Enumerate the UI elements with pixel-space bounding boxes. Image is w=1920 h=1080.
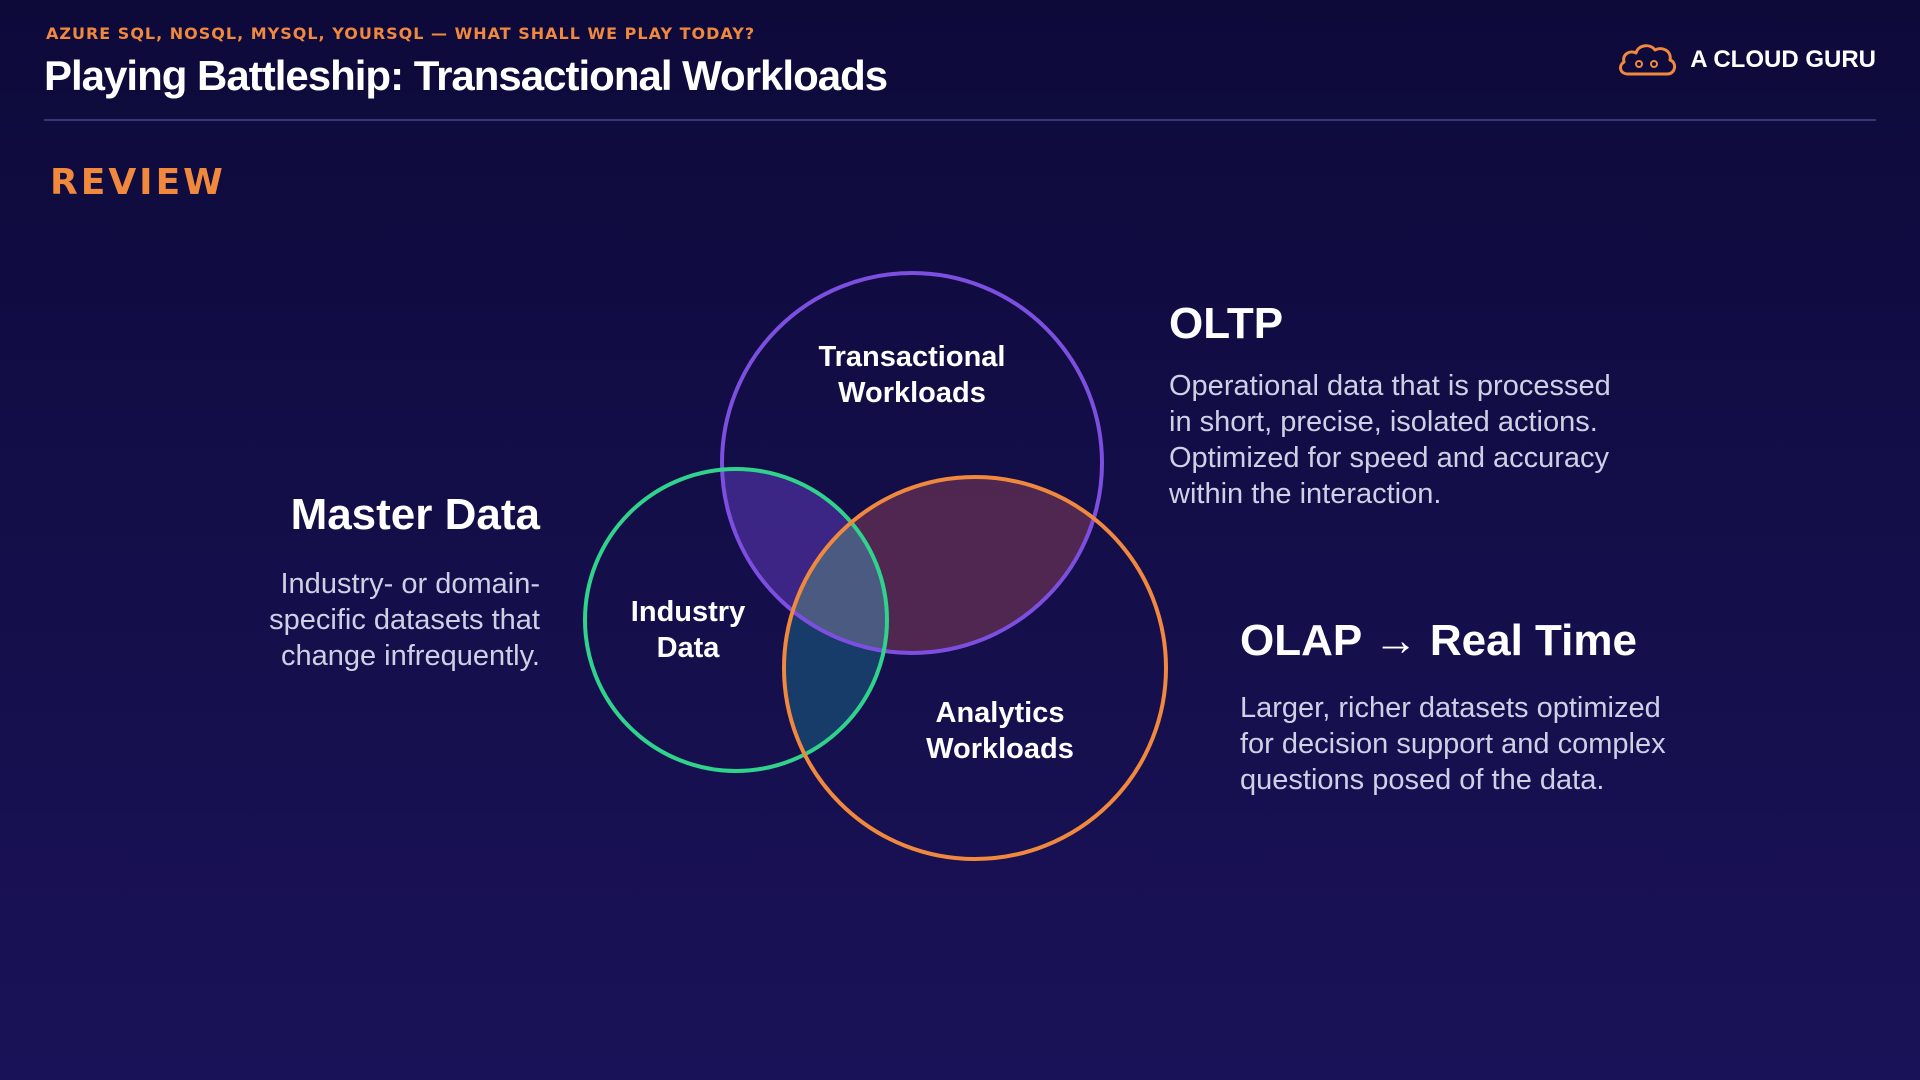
master-data-line: change infrequently. [280, 640, 540, 672]
eyebrow-text: AZURE SQL, NOSQL, MYSQL, YOURSQL — WHAT … [46, 24, 756, 43]
oltp-heading: OLTP [1169, 299, 1284, 348]
page-title: Playing Battleship: Transactional Worklo… [44, 52, 888, 99]
analytics-label-line2: Workloads [926, 733, 1074, 765]
industry-label-line2: Data [657, 632, 721, 664]
oltp-description: Operational data that is processed in sh… [1169, 368, 1611, 512]
industry-label-line1: Industry [631, 596, 745, 628]
brand-name: A CLOUD GURU [1690, 46, 1876, 73]
oltp-line: Operational data that is processed [1169, 370, 1611, 402]
olap-heading: OLAP → Real Time [1240, 616, 1637, 665]
analytics-label-line1: Analytics [936, 697, 1065, 729]
header-divider [44, 119, 1876, 121]
master-data-description: Industry- or domain- specific datasets t… [269, 566, 540, 674]
olap-line: Larger, richer datasets optimized [1240, 692, 1661, 724]
olap-description: Larger, richer datasets optimized for de… [1240, 690, 1666, 798]
olap-line: questions posed of the data. [1240, 764, 1605, 796]
oltp-line: in short, precise, isolated actions. [1169, 406, 1598, 438]
analytics-circle [782, 475, 1168, 861]
brand-logo: A CLOUD GURU [1616, 40, 1876, 80]
transactional-circle [720, 271, 1104, 655]
transactional-label-line1: Transactional [819, 341, 1006, 373]
cloud-icon [1619, 44, 1677, 76]
oltp-line: within the interaction. [1169, 478, 1442, 510]
oltp-line: Optimized for speed and accuracy [1169, 442, 1610, 474]
industry-circle [583, 467, 889, 773]
master-data-line: specific datasets that [269, 604, 540, 636]
olap-line: for decision support and complex [1240, 728, 1666, 760]
master-data-heading: Master Data [290, 490, 540, 539]
transactional-label-line2: Workloads [838, 377, 986, 409]
master-data-line: Industry- or domain- [280, 568, 541, 600]
section-label: REVIEW [50, 162, 226, 203]
